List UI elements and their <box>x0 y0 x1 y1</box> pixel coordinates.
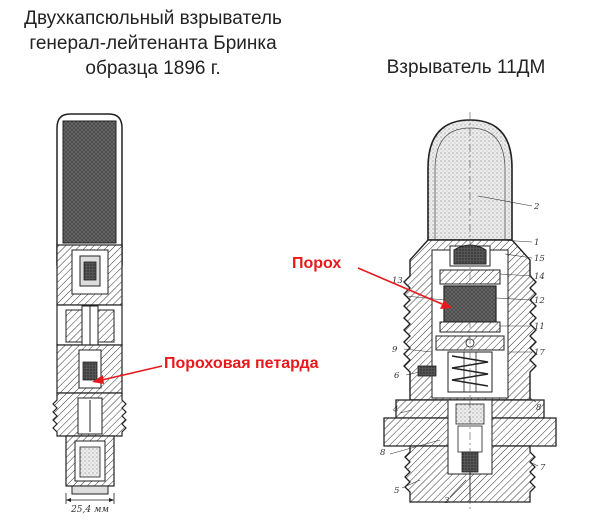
part-number-8-left: 8 <box>380 448 386 458</box>
right-fuze-title: Взрыватель 11ДМ <box>386 57 546 78</box>
part-number-1: 1 <box>534 238 539 248</box>
left-title-line-1: Двухкапсюльный взрыватель <box>24 8 282 29</box>
dimension-label: 25,4 мм <box>70 505 109 515</box>
petard-callout-label: Пороховая петарда <box>164 355 319 372</box>
part-number-3: 3 <box>444 496 449 506</box>
part-number-11: 11 <box>534 322 545 332</box>
brink-fuze-cross-section <box>52 113 127 504</box>
part-number-2: 2 <box>533 202 539 212</box>
part-number-5: 5 <box>394 486 399 496</box>
part-number-13: 13 <box>392 276 403 286</box>
leader-lines <box>389 195 539 498</box>
part-number-17: 17 <box>534 348 545 358</box>
part-number-15: 15 <box>534 254 545 264</box>
part-numbers: 2 1 15 14 12 11 17 8 7 13 9 6 4 8 5 3 <box>380 202 546 506</box>
left-fuze-title: Двухкапсюльный взрыватель генерал-лейтен… <box>0 6 306 81</box>
left-title-line-3: образца 1896 г. <box>85 58 221 79</box>
fuze-11dm-cross-section <box>383 112 557 512</box>
part-number-6: 6 <box>394 371 400 381</box>
callout-arrows <box>92 267 452 384</box>
porokh-callout-label: Порох <box>292 255 342 272</box>
part-number-14: 14 <box>534 272 545 282</box>
part-number-12: 12 <box>534 296 545 306</box>
part-number-8-right: 8 <box>536 403 542 413</box>
part-number-9: 9 <box>392 345 398 355</box>
left-title-line-2: генерал-лейтенанта Бринка <box>29 33 277 54</box>
part-number-4: 4 <box>392 405 398 415</box>
part-number-7: 7 <box>540 463 546 473</box>
